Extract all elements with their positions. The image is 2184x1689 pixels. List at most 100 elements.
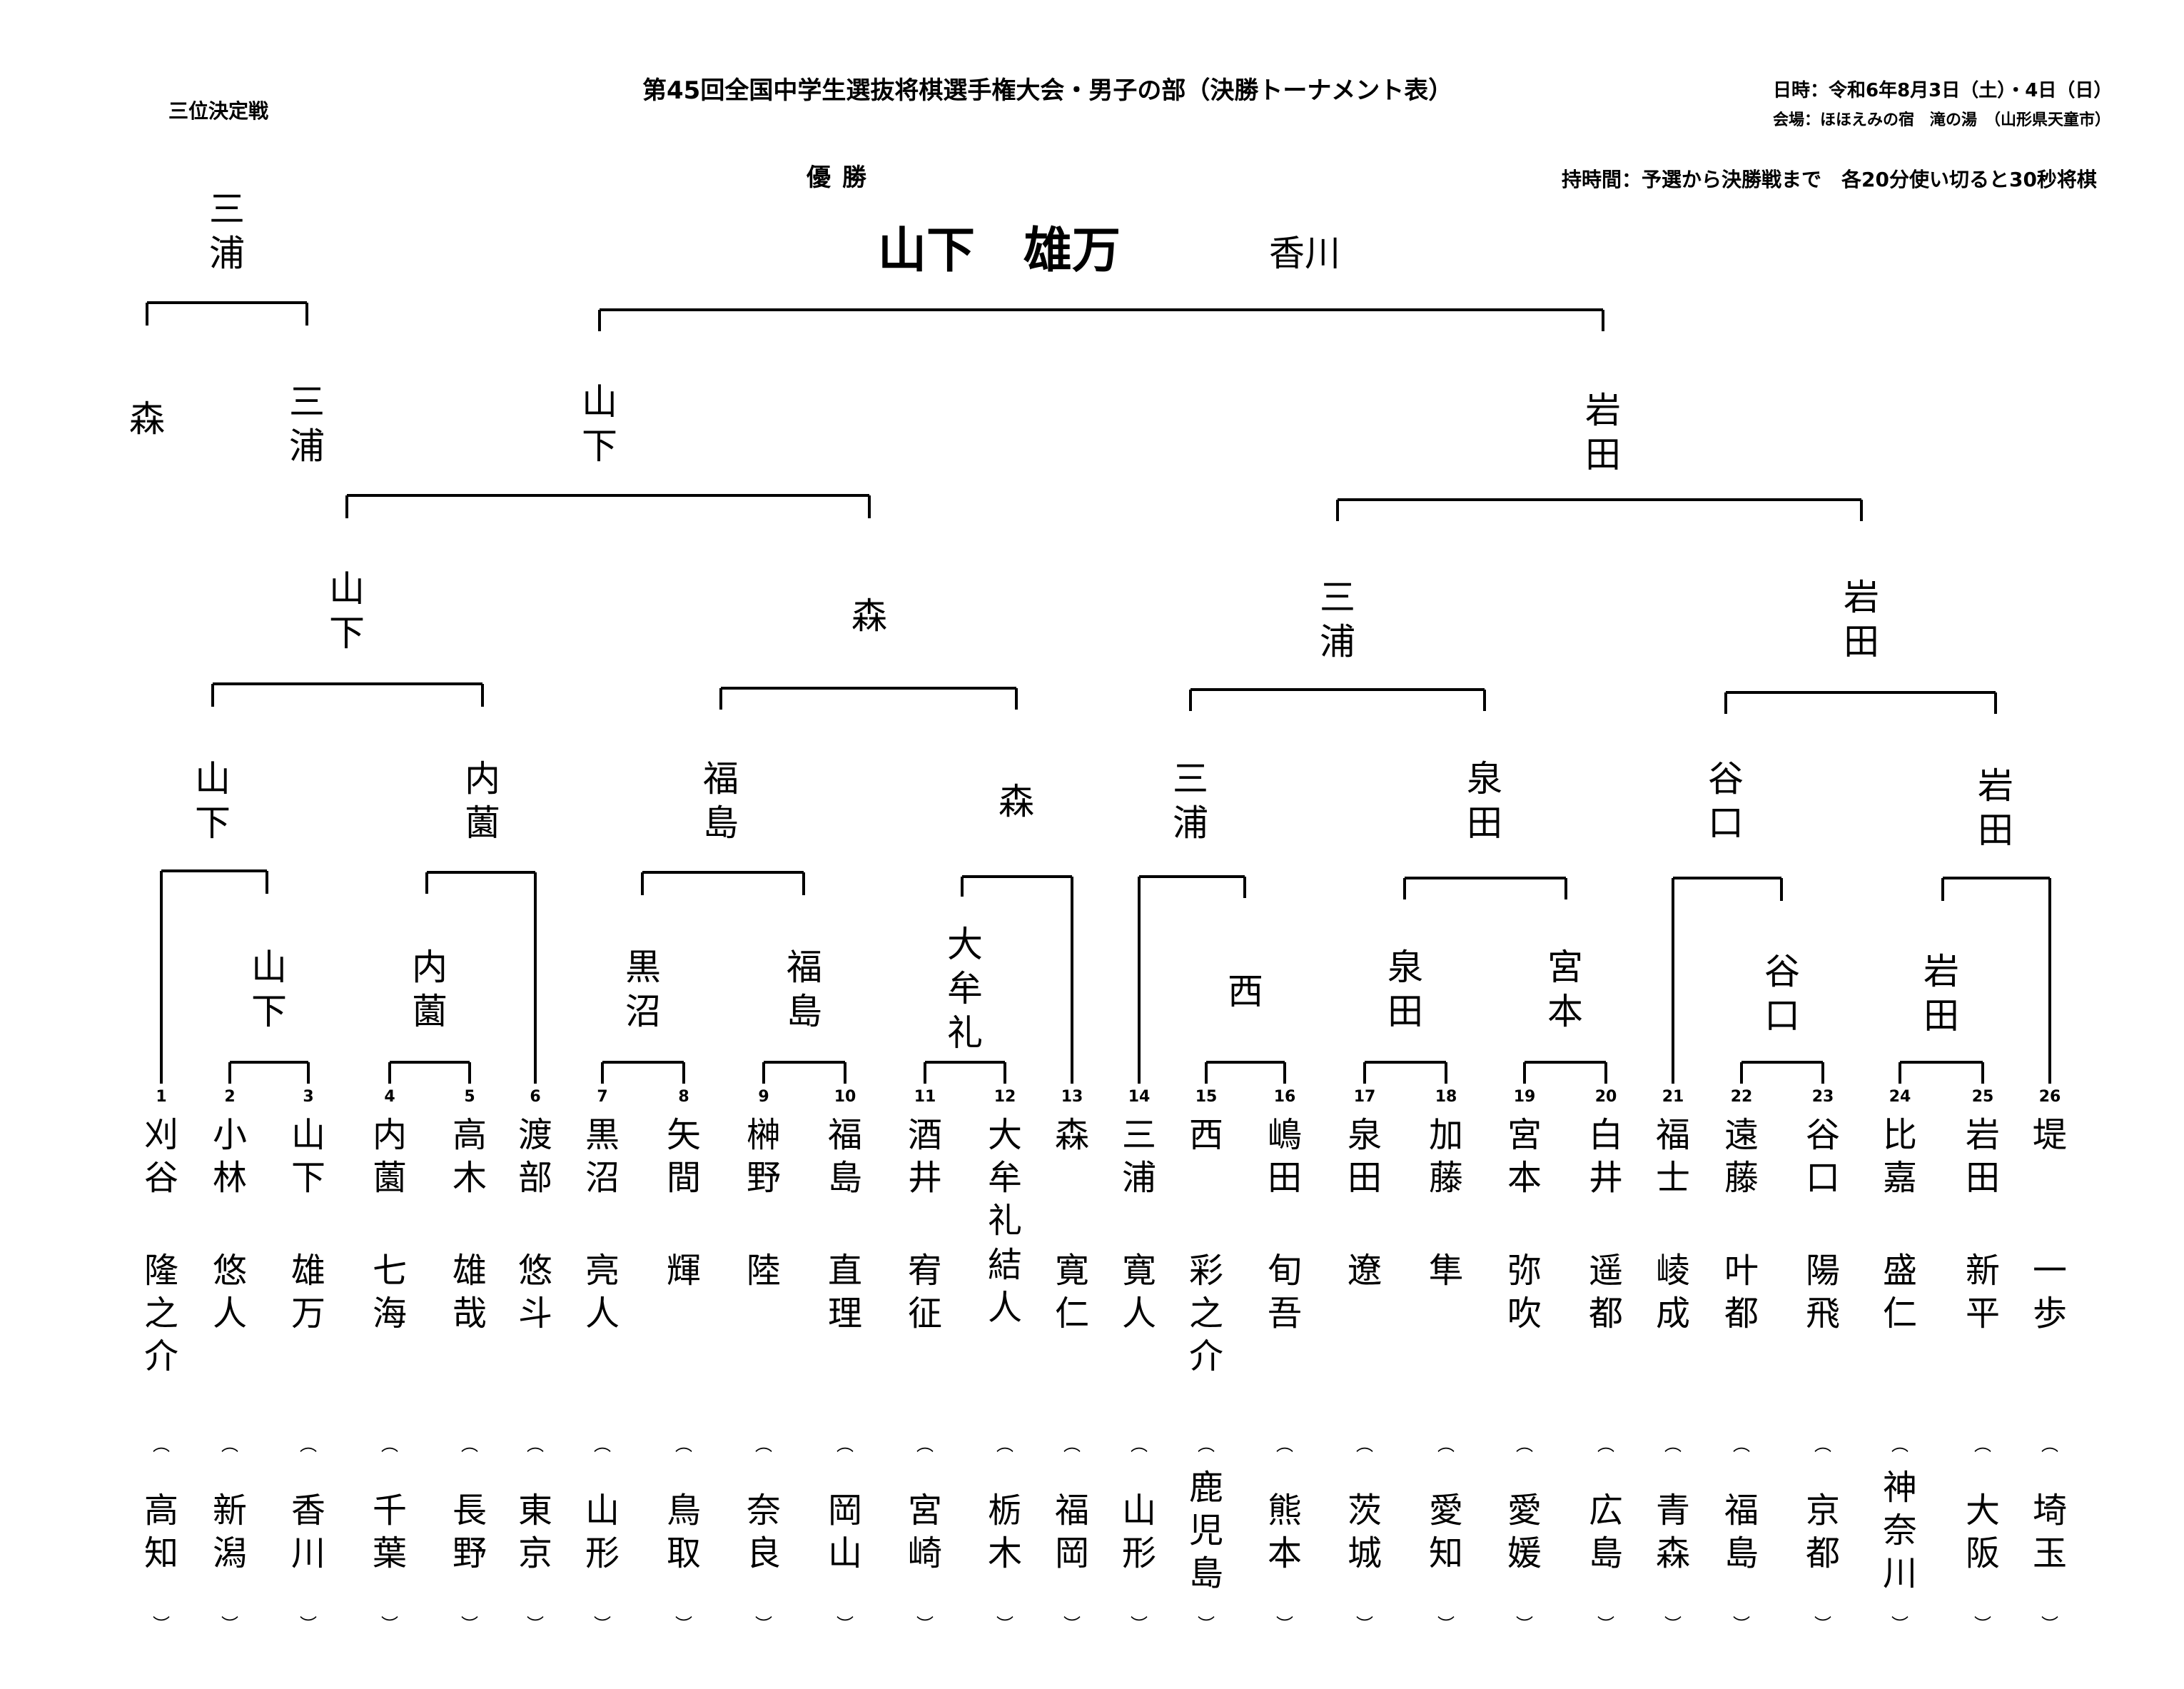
player-prefecture-char: 香 <box>290 1491 326 1531</box>
player-seed: 20 <box>1594 1088 1617 1106</box>
player-seed: 10 <box>834 1088 856 1106</box>
open-paren-mark: ︵ <box>1664 1435 1682 1455</box>
player-prefecture: 熊本 <box>1268 1489 1302 1575</box>
open-paren-mark: ︵ <box>1814 1435 1831 1455</box>
quarterfinal-5-char: 浦 <box>1173 802 1208 844</box>
round1-winner-3-char: 沼 <box>625 991 661 1032</box>
player-prefecture-char: 児 <box>1188 1511 1224 1551</box>
player-prefecture: 青森 <box>1656 1489 1690 1575</box>
player-given-name-char: 平 <box>1965 1294 2001 1333</box>
player-surname-char: 森 <box>1054 1115 1090 1155</box>
player-given-name: 直理 <box>828 1249 862 1335</box>
player-surname-char: 林 <box>212 1158 248 1198</box>
close-paren-mark: ︶ <box>916 1615 934 1635</box>
player-prefecture-char: 知 <box>143 1533 179 1573</box>
player-surname: 福士 <box>1656 1114 1690 1199</box>
player-prefecture-char: 阪 <box>1965 1533 2001 1573</box>
round1-winner-7-char: 田 <box>1387 991 1423 1032</box>
player-given-name: 弥吹 <box>1507 1249 1542 1335</box>
player-surname-char: 士 <box>1655 1158 1691 1198</box>
quarterfinal-6-char: 田 <box>1467 802 1502 844</box>
third-place-left-char: 森 <box>129 398 165 440</box>
player-prefecture-char: 宮 <box>907 1491 943 1531</box>
third-place-right: 三浦 <box>289 380 325 468</box>
player-given-name-char: 人 <box>1121 1294 1157 1333</box>
player-surname-char: 遠 <box>1724 1115 1759 1155</box>
player-prefecture: 千葉 <box>373 1489 407 1575</box>
player-seed: 17 <box>1353 1088 1376 1106</box>
player-given-name-char: 七 <box>372 1251 408 1291</box>
player-seed: 22 <box>1730 1088 1753 1106</box>
player-prefecture: 埼玉 <box>2033 1489 2067 1575</box>
player-given-name-char: 哉 <box>452 1294 487 1333</box>
player-seed: 2 <box>224 1088 236 1106</box>
player-given-name-char: 直 <box>827 1251 863 1291</box>
player-prefecture-char: 奈 <box>1882 1511 1918 1551</box>
player-surname-char: 下 <box>290 1158 326 1198</box>
round1-winner-10-char: 田 <box>1923 995 1959 1037</box>
close-paren-mark: ︶ <box>1597 1615 1614 1635</box>
player-prefecture: 香川 <box>291 1489 325 1575</box>
open-paren-mark: ︵ <box>1276 1435 1293 1455</box>
player-surname: 福島 <box>828 1114 862 1199</box>
player-prefecture-char: 野 <box>452 1533 487 1573</box>
player-given-name-char: 人 <box>212 1294 248 1333</box>
player-surname-char: 福 <box>1655 1115 1691 1155</box>
player-surname-char: 比 <box>1882 1115 1918 1155</box>
player-prefecture: 愛媛 <box>1507 1489 1542 1575</box>
player-prefecture: 東京 <box>518 1489 552 1575</box>
player-seed: 12 <box>994 1088 1016 1106</box>
player-surname-char: 西 <box>1188 1115 1224 1155</box>
third-place-right-char: 三 <box>289 381 325 423</box>
player-prefecture-char: 森 <box>1655 1533 1691 1573</box>
player-seed: 24 <box>1889 1088 1911 1106</box>
player-seed: 18 <box>1435 1088 1457 1106</box>
player-prefecture-char: 埼 <box>2032 1491 2068 1531</box>
player-prefecture-char: 岡 <box>1054 1533 1090 1573</box>
player-given-name-char: 盛 <box>1882 1251 1918 1291</box>
open-paren-mark: ︵ <box>381 1435 398 1455</box>
player-seed: 26 <box>2038 1088 2061 1106</box>
close-paren-mark: ︶ <box>1276 1615 1293 1635</box>
player-given-name-char: 崚 <box>1655 1251 1691 1291</box>
player-surname: 比嘉 <box>1883 1114 1917 1199</box>
player-given-name: 隼 <box>1429 1249 1463 1292</box>
open-paren-mark: ︵ <box>300 1435 317 1455</box>
open-paren-mark: ︵ <box>1437 1435 1455 1455</box>
player-surname-char: 山 <box>290 1115 326 1155</box>
player-seed: 13 <box>1061 1088 1083 1106</box>
player-prefecture: 愛知 <box>1429 1489 1463 1575</box>
player-seed: 23 <box>1811 1088 1834 1106</box>
player-surname-char: 谷 <box>143 1158 179 1198</box>
player-prefecture-char: 岡 <box>827 1491 863 1531</box>
player-surname: 黒沼 <box>585 1114 620 1199</box>
close-paren-mark: ︶ <box>1198 1615 1215 1635</box>
close-paren-mark: ︶ <box>1131 1615 1148 1635</box>
player-surname-char: 三 <box>1121 1115 1157 1155</box>
quarterfinal-2: 内薗 <box>465 757 500 845</box>
player-surname: 岩田 <box>1966 1114 2000 1199</box>
third-place-title: 三位決定戦 <box>168 99 269 123</box>
player-surname: 加藤 <box>1429 1114 1463 1199</box>
quarterfinal-2-char: 内 <box>465 758 500 800</box>
player-given-name: 陸 <box>747 1249 781 1292</box>
close-paren-mark: ︶ <box>1516 1615 1533 1635</box>
player-prefecture-char: 福 <box>1724 1491 1759 1531</box>
player-surname: 刈谷 <box>144 1114 178 1199</box>
player-surname-char: 岩 <box>1965 1115 2001 1155</box>
player-surname-char: 堤 <box>2032 1115 2068 1155</box>
close-paren-mark: ︶ <box>675 1615 692 1635</box>
player-given-name-char: 輝 <box>666 1251 702 1291</box>
player-surname-char: 田 <box>1347 1158 1382 1198</box>
close-paren-mark: ︶ <box>527 1615 544 1635</box>
open-paren-mark: ︵ <box>1597 1435 1614 1455</box>
player-surname-char: 渡 <box>517 1115 553 1155</box>
player-given-name: 悠斗 <box>518 1249 552 1335</box>
semifinal-3-char: 三 <box>1320 577 1355 618</box>
player-given-name-char: 歩 <box>2032 1294 2068 1333</box>
player-given-name: 雄哉 <box>453 1249 487 1335</box>
player-prefecture-char: 玉 <box>2032 1533 2068 1573</box>
player-prefecture-char: 広 <box>1588 1491 1624 1531</box>
final-right-char: 田 <box>1585 434 1621 475</box>
